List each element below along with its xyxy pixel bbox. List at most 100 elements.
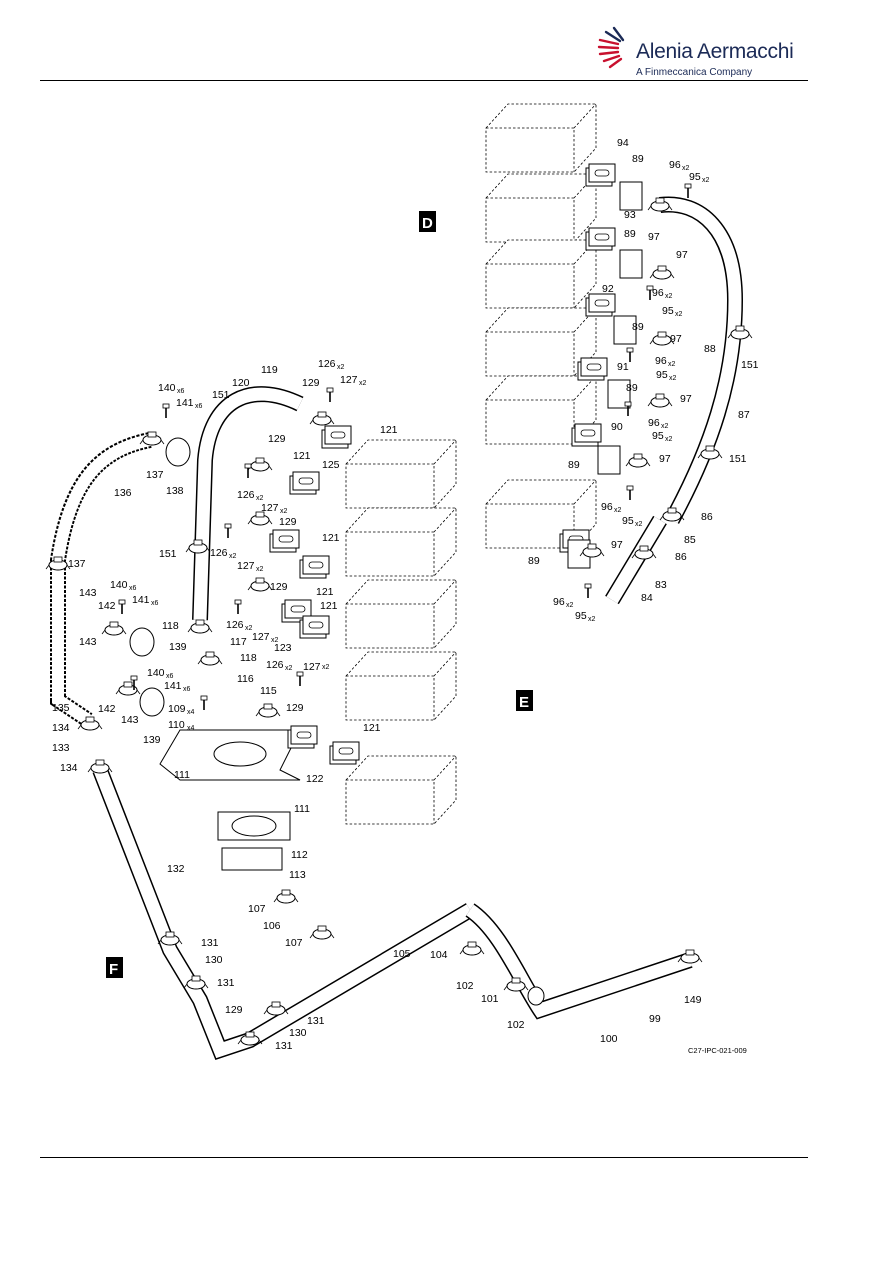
callout-label: 129 [279,516,297,528]
callout-label: 151 [159,548,177,560]
callout-qty: x6 [177,388,185,395]
callout-label: 131 [307,1015,325,1027]
alenia-aermacchi-logo [597,26,625,69]
callout-label: 85 [684,534,696,546]
callout-qty: x2 [359,380,367,387]
callout-label: 137 [68,558,86,570]
view-label-e: E [516,690,533,711]
callout-label: 121 [316,586,334,598]
callout-label: 142 [98,703,116,715]
callout-label: 89 [624,228,636,240]
callout-label: 88 [704,343,716,355]
callout-label: 97 [676,249,688,261]
callout-label: 89 [632,153,644,165]
callout-label: 86 [675,551,687,563]
callout-qty: x4 [187,709,195,716]
callout-label: 127 [303,661,321,673]
callout-label: 116 [237,673,254,685]
callout-label: 107 [285,937,303,949]
callout-label: 95 [656,369,668,381]
callout-label: 95 [689,171,701,183]
callout-label: 97 [670,333,682,345]
callout-qty: x2 [566,602,574,609]
callout-qty: x2 [256,495,264,502]
callout-label: 133 [52,742,70,754]
view-label-d: D [419,211,436,232]
callout-label: 151 [741,359,759,371]
callout-label: 129 [302,377,320,389]
callout-label: 135 [52,702,70,714]
callout-label: 115 [260,685,277,697]
callout-label: 95 [652,430,664,442]
callout-label: 125 [322,459,340,471]
callout-qty: x2 [245,625,253,632]
callout-qty: x2 [668,361,676,368]
callout-label: 97 [659,453,671,465]
callout-label: 89 [632,321,644,333]
callout-label: 121 [363,722,381,734]
callout-label: 107 [248,903,266,915]
callout-label: 94 [617,137,629,149]
callout-label: 96 [655,355,667,367]
callout-label: 97 [680,393,692,405]
brand-subtitle: A Finmeccanica Company [636,67,753,78]
callout-label: 95 [575,610,587,622]
callout-label: 137 [146,469,164,481]
callout-qty: x6 [183,686,191,693]
callout-label: 89 [568,459,580,471]
footer-rule [40,1157,808,1158]
callout-label: 141 [164,680,182,692]
right-duct-assembly [559,163,753,605]
callout-label: 96 [601,501,613,513]
callout-label: 130 [289,1027,307,1039]
callout-label: 109 [168,703,186,715]
callout-label: 105 [393,948,411,960]
callout-label: 143 [79,636,97,648]
callout-label: 86 [701,511,713,523]
callout-qty: x6 [195,403,203,410]
callout-label: 111 [174,769,190,781]
callout-label: 129 [286,702,304,714]
callout-label: 96 [553,596,565,608]
brand-name: Alenia Aermacchi [636,40,794,63]
callout-label: 118 [162,620,179,632]
callout-label: 129 [270,581,288,593]
left-duct-assembly [45,386,703,1060]
view-label-f: F [106,957,123,978]
callout-qty: x2 [665,293,673,300]
callout-label: 111 [294,803,310,815]
callout-label: 117 [230,636,247,648]
callout-label: 112 [291,849,308,861]
callout-label: 121 [380,424,398,436]
header-rule [40,80,808,81]
callout-label: 84 [641,592,653,604]
callout-label: 142 [98,600,116,612]
callout-label: 91 [617,361,629,373]
svg-text:D: D [422,215,433,232]
callout-qty: x2 [280,508,288,515]
callout-qty: x2 [256,566,264,573]
callout-qty: x2 [682,165,690,172]
callout-label: 127 [340,374,358,386]
callout-label: 127 [252,631,270,643]
callout-label: 131 [275,1040,293,1052]
callout-label: 130 [205,954,223,966]
callout-qty: x2 [669,375,677,382]
callout-label: 140 [147,667,165,679]
callout-label: 139 [143,734,161,746]
callout-label: 126 [318,358,336,370]
callout-label: 119 [261,364,278,376]
callout-label: 123 [274,642,292,654]
callout-label: 143 [121,714,139,726]
callout-qty: x2 [588,616,596,623]
callout-label: 132 [167,863,185,875]
callout-labels: 94 89 96 x2 95 x2 93 97 89 97 92 96 x2 9… [52,137,759,1052]
callout-label: 118 [240,652,257,664]
callout-label: 121 [322,532,340,544]
callout-label: 102 [456,980,474,992]
callout-qty: x2 [285,665,293,672]
callout-label: 138 [166,485,184,497]
callout-label: 96 [648,417,660,429]
callout-qty: x2 [271,637,279,644]
callout-label: 127 [237,560,255,572]
